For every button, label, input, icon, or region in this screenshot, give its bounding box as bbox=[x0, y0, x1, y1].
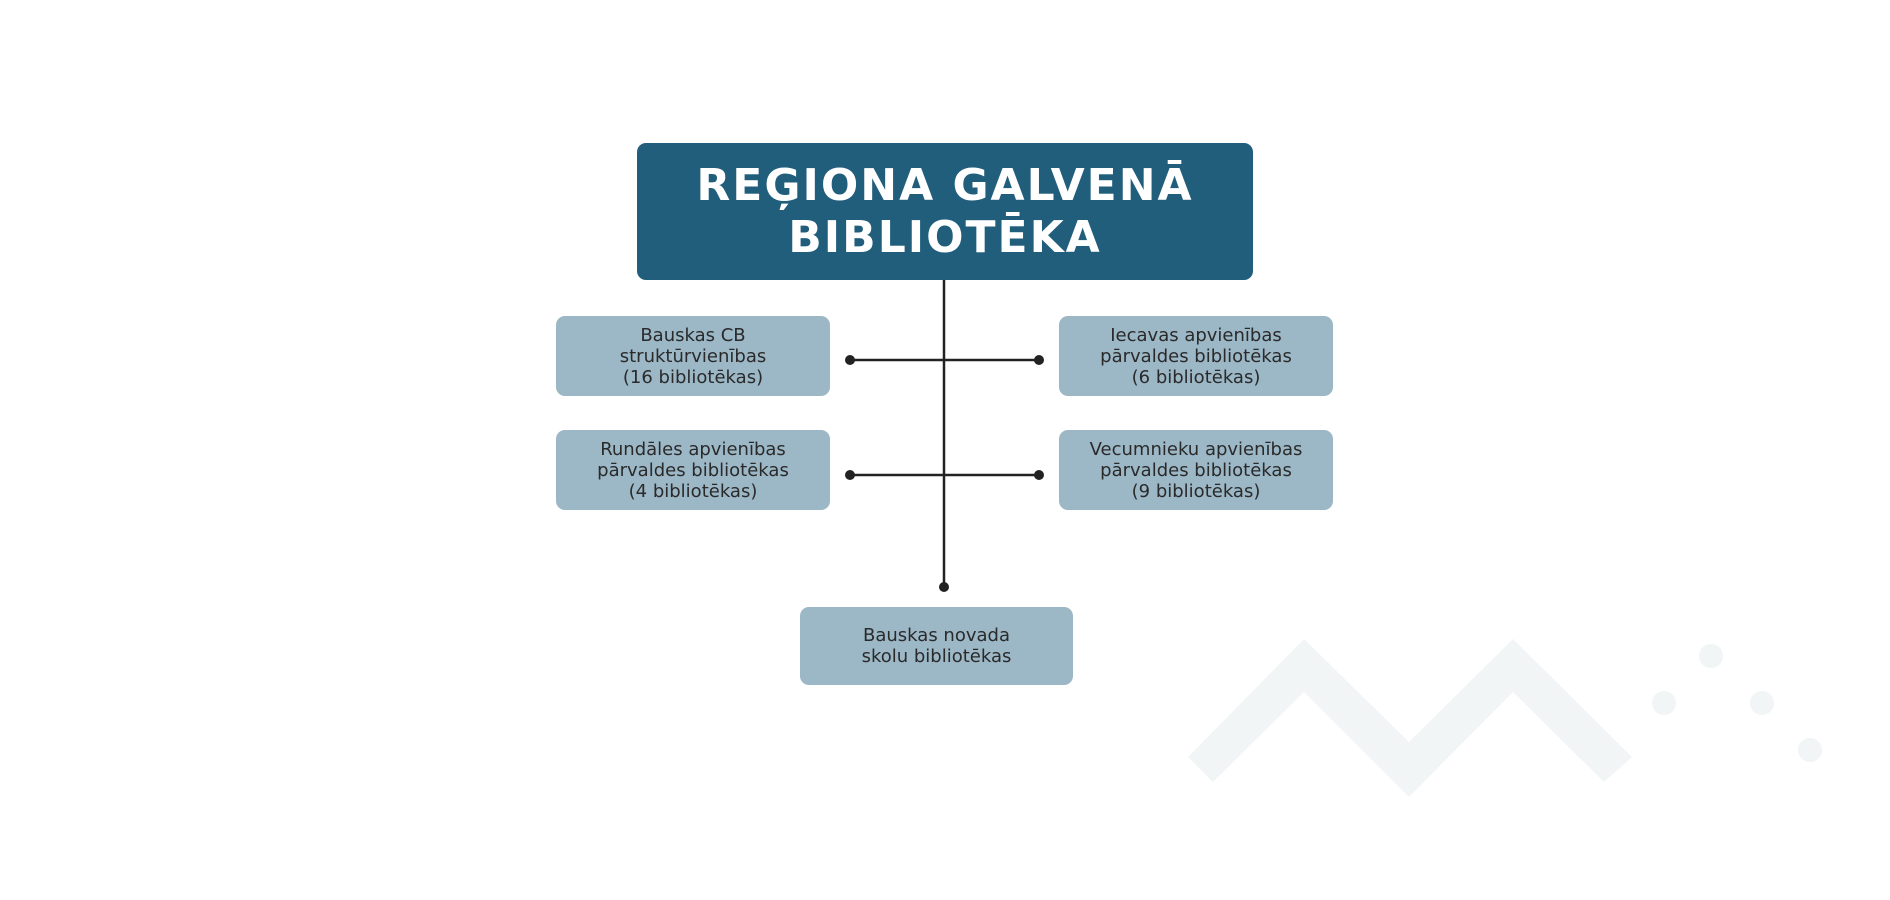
zigzag-decoration bbox=[1188, 639, 1632, 797]
node-text: pārvaldes bibliotēkas bbox=[1100, 345, 1292, 367]
decor-dot bbox=[1750, 691, 1774, 715]
node-text: struktūrvienības bbox=[619, 345, 767, 367]
node-text: Bauskas novada bbox=[863, 625, 1010, 646]
connector-dot bbox=[845, 470, 855, 480]
node-iecavas: Iecavas apvienības pārvaldes bibliotēkas… bbox=[1059, 316, 1333, 396]
node-text: skolu bibliotēkas bbox=[861, 646, 1012, 667]
node-bauskas-cb: Bauskas CB struktūrvienības (16 bibliotē… bbox=[556, 316, 830, 396]
node-text: (6 bibliotēkas) bbox=[1131, 366, 1261, 388]
main-library-node: REĢIONA GALVENĀ BIBLIOTĒKA bbox=[637, 143, 1253, 280]
decor-dot bbox=[1699, 644, 1723, 668]
node-text: Bauskas CB bbox=[640, 324, 746, 346]
title-line-2: BIBLIOTĒKA bbox=[788, 211, 1102, 263]
node-text: (16 bibliotēkas) bbox=[622, 366, 764, 388]
connector-dot bbox=[939, 582, 949, 592]
node-text: pārvaldes bibliotēkas bbox=[1100, 459, 1292, 481]
node-school-libraries: Bauskas novada skolu bibliotēkas bbox=[800, 607, 1073, 685]
node-text: Iecavas apvienības bbox=[1110, 324, 1282, 346]
node-text: Vecumnieku apvienības bbox=[1089, 438, 1303, 460]
decor-dot bbox=[1798, 738, 1822, 762]
node-text: (4 bibliotēkas) bbox=[628, 480, 758, 502]
connector-dot bbox=[845, 355, 855, 365]
node-text: pārvaldes bibliotēkas bbox=[597, 459, 789, 481]
node-rundales: Rundāles apvienības pārvaldes bibliotēka… bbox=[556, 430, 830, 510]
title-line-1: REĢIONA GALVENĀ bbox=[696, 159, 1194, 211]
node-vecumnieku: Vecumnieku apvienības pārvaldes bibliotē… bbox=[1059, 430, 1333, 510]
node-text: (9 bibliotēkas) bbox=[1131, 480, 1261, 502]
node-text: Rundāles apvienības bbox=[600, 438, 786, 460]
decor-dot bbox=[1652, 691, 1676, 715]
connector-dot bbox=[1034, 470, 1044, 480]
connector-dot bbox=[1034, 355, 1044, 365]
